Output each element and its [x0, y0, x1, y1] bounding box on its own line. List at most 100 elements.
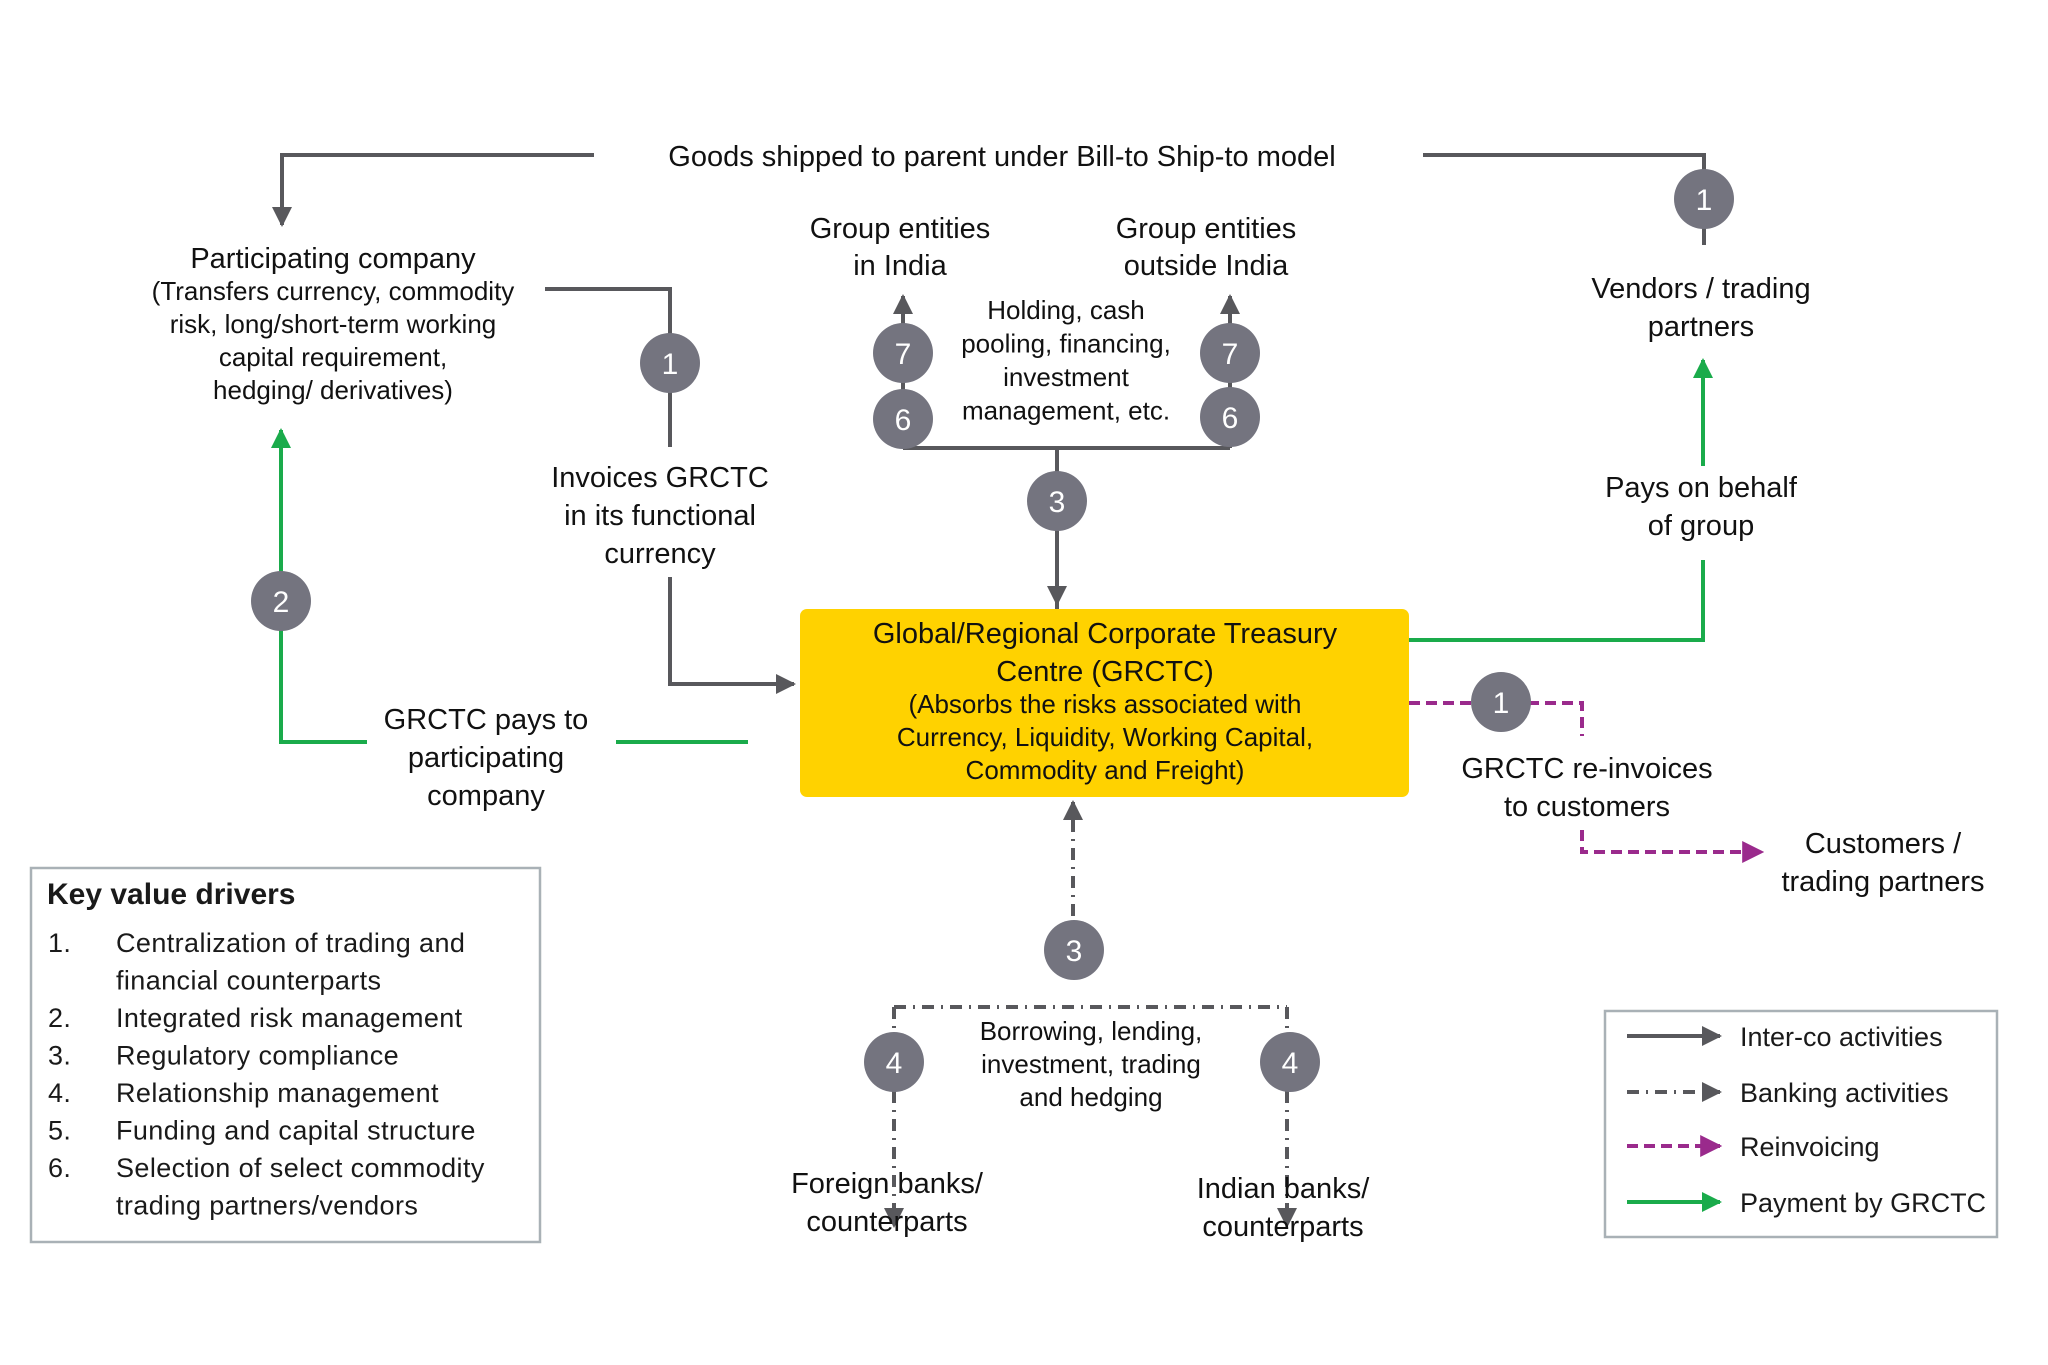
participating-company-desc-line: risk, long/short-term working — [170, 309, 497, 339]
badge-payment: 2 — [251, 571, 311, 631]
payment-line-left — [271, 428, 367, 744]
group-outside-label-line: outside India — [1124, 250, 1289, 282]
badge-number: 4 — [886, 1047, 903, 1080]
reinvoice-line-upper — [1409, 701, 1584, 736]
participating-company-desc-line: hedging/ derivatives) — [213, 375, 453, 405]
key-value-driver-item: 4. Relationship management — [48, 1078, 439, 1108]
badge-invoice: 1 — [640, 333, 700, 393]
badge-number: 2 — [273, 586, 290, 619]
legend-label-payment: Payment by GRCTC — [1740, 1188, 1986, 1218]
grctc-title-line: Centre (GRCTC) — [996, 656, 1214, 688]
badge-number: 1 — [662, 348, 679, 381]
goods-shipped-line-right — [1423, 153, 1706, 245]
legend-frame — [1603, 1009, 1999, 1239]
participating-company-desc-line: capital requirement, — [219, 342, 447, 372]
foreign-banks-label-line: counterparts — [806, 1206, 967, 1238]
legend-label-intercompany: Inter-co activities — [1740, 1022, 1943, 1052]
banking-activity-label-line: Borrowing, lending, — [980, 1016, 1203, 1046]
driver-text: Relationship management — [116, 1078, 439, 1108]
badge-outside-7: 7 — [1200, 323, 1260, 383]
participating-company-title: Participating company — [190, 243, 476, 275]
badge-number: 1 — [1696, 184, 1713, 217]
reinvoice-label: GRCTC re-invoices to customers — [1461, 753, 1712, 823]
badge-reinvoice: 1 — [1471, 672, 1531, 732]
group-india-label-line: in India — [853, 250, 947, 282]
participating-company-desc-line: (Transfers currency, commodity — [152, 276, 515, 306]
customers-label-line: trading partners — [1781, 866, 1984, 898]
driver-number: 6. — [48, 1153, 71, 1183]
badge-number: 6 — [1222, 402, 1239, 435]
badge-circle — [1674, 169, 1734, 229]
invoice-line-lower — [668, 577, 796, 694]
indian-banks-label-line: counterparts — [1202, 1211, 1363, 1243]
grctc-title-line: Global/Regional Corporate Treasury — [873, 618, 1338, 650]
grctc-desc: (Absorbs the risks associated withCurren… — [897, 689, 1313, 785]
badge-number: 6 — [895, 404, 912, 437]
driver-number: 2. — [48, 1003, 71, 1033]
badge-circle — [1260, 1032, 1320, 1092]
badge-circle — [873, 389, 933, 449]
grctc-title: Global/Regional Corporate TreasuryCentre… — [873, 618, 1338, 688]
goods-shipped-label: Goods shipped to parent under Bill-to Sh… — [668, 141, 1335, 173]
reinvoice-label-line: GRCTC re-invoices — [1461, 753, 1712, 785]
group-activity-label-line: investment — [1003, 362, 1129, 392]
key-value-driver-item: 5.Funding and capital structure — [48, 1116, 475, 1146]
goods-shipped-line-left — [272, 153, 594, 227]
vendor-payment-lower — [1409, 560, 1705, 642]
badge-circle — [1044, 920, 1104, 980]
badge-indian-banks: 4 — [1260, 1032, 1320, 1092]
pays-on-behalf-label-line: of group — [1648, 510, 1754, 542]
customers-label: Customers / trading partners — [1781, 828, 1984, 898]
driver-text: Integrated risk management — [116, 1003, 463, 1033]
reinvoice-label-line: to customers — [1504, 791, 1670, 823]
group-activity-label-line: Holding, cash — [987, 295, 1145, 325]
badge-number: 4 — [1282, 1047, 1299, 1080]
driver-text: Centralization of trading and — [116, 928, 465, 958]
badge-circle — [873, 323, 933, 383]
badge-number: 7 — [1222, 338, 1239, 371]
badge-circle — [1471, 672, 1531, 732]
foreign-banks-label-line: Foreign banks/ — [791, 1168, 984, 1200]
driver-number: 3. — [48, 1041, 71, 1071]
driver-text: Selection of select commodity — [116, 1153, 485, 1183]
badge-group-junction: 3 — [1027, 471, 1087, 531]
invoice-line-upper — [545, 287, 672, 447]
customers-label-line: Customers / — [1805, 828, 1962, 860]
driver-number: 5. — [48, 1116, 71, 1146]
badge-circle — [1200, 387, 1260, 447]
payment-label-line: GRCTC pays to — [384, 704, 589, 736]
payment-label-line: participating — [408, 742, 564, 774]
key-value-driver-item: 6. Selection of select commodity trading … — [48, 1153, 485, 1221]
badge-number: 1 — [1493, 687, 1510, 720]
legend-label-reinvoicing: Reinvoicing — [1740, 1132, 1880, 1162]
badge-india-6: 6 — [873, 389, 933, 449]
badge-number: 7 — [895, 338, 912, 371]
banking-activity-label-line: and hedging — [1019, 1082, 1162, 1112]
key-value-driver-item: 2. Integrated risk management — [48, 1003, 463, 1033]
key-value-driver-item: 1.Centralization of trading andfinancial… — [48, 928, 465, 996]
driver-text: trading partners/vendors — [116, 1191, 418, 1221]
legend-label-banking: Banking activities — [1740, 1078, 1949, 1108]
badge-vendors: 1 — [1674, 169, 1734, 229]
key-value-driver-item: 3.Regulatory compliance — [48, 1041, 399, 1071]
payment-label-line: company — [427, 780, 545, 812]
grctc-box — [800, 609, 1409, 797]
invoice-label-line: in its functional — [564, 500, 756, 532]
badge-outside-6: 6 — [1200, 387, 1260, 447]
badge-foreign-banks: 4 — [864, 1032, 924, 1092]
driver-number: 4. — [48, 1078, 71, 1108]
labels-layer: Goods shipped to parent under Bill-to Sh… — [47, 141, 1985, 1243]
grctc-desc-line: Currency, Liquidity, Working Capital, — [897, 722, 1313, 752]
badge-circle — [251, 571, 311, 631]
badge-circle — [1027, 471, 1087, 531]
badge-circle — [864, 1032, 924, 1092]
key-value-drivers-title: Key value drivers — [47, 878, 295, 911]
badge-number: 3 — [1049, 486, 1066, 519]
